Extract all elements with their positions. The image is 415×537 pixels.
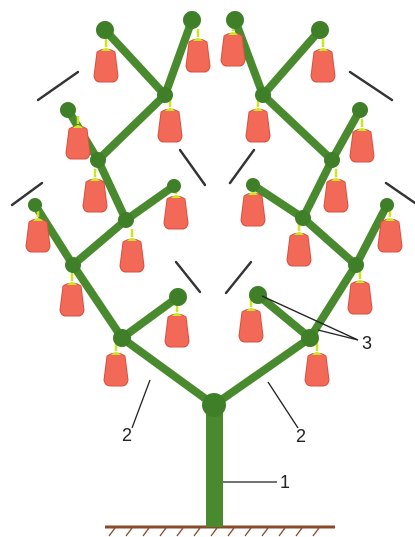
guide-line	[176, 262, 200, 292]
branch-node-icon	[118, 212, 134, 228]
calyx-icon	[101, 48, 111, 51]
branch-segment	[263, 30, 320, 95]
branch-node-icon	[348, 257, 364, 273]
label-fruit: 3	[362, 333, 372, 353]
branch-node-icon	[28, 198, 42, 212]
ground-hatch	[313, 528, 319, 536]
branch-node-icon	[226, 11, 244, 29]
pepper-fruit-icon	[241, 193, 265, 226]
calyx-icon	[294, 232, 304, 235]
pepper-fruit-icon	[246, 109, 270, 142]
guide-line	[180, 150, 205, 185]
calyx-icon	[246, 308, 256, 311]
calyx-icon	[172, 313, 182, 316]
branch-node-icon	[167, 179, 181, 193]
ground-hatch	[143, 528, 149, 536]
calyx-icon	[90, 178, 100, 181]
calyx-icon	[111, 352, 121, 355]
branch-node-icon	[324, 152, 340, 168]
pepper-fruit-icon	[221, 33, 245, 66]
pepper-fruit-icon	[186, 39, 210, 72]
trunk	[206, 405, 223, 527]
pepper-fruit-icon	[164, 196, 188, 229]
branch-node-icon	[255, 87, 271, 103]
pepper-fruit-icon	[305, 353, 329, 386]
node-group	[28, 11, 394, 417]
pepper-fruit-icon	[158, 109, 182, 142]
pepper-fruit-icon	[311, 49, 335, 82]
pepper-fruit-icon	[66, 126, 90, 159]
ground-hatch	[296, 528, 302, 536]
guide-line	[350, 72, 392, 100]
calyx-icon	[171, 195, 181, 198]
branch-node-icon	[249, 286, 267, 304]
pepper-fruit-icon	[348, 281, 372, 314]
guide-line	[226, 262, 251, 293]
ground-hatch	[262, 528, 268, 536]
ground-hatch	[194, 528, 200, 536]
pepper-fruit-icon	[165, 314, 189, 347]
calyx-icon	[248, 192, 258, 195]
branch-node-icon	[301, 329, 319, 347]
calyx-icon	[385, 218, 395, 221]
branch-node-icon	[96, 21, 114, 39]
calyx-icon	[127, 238, 137, 241]
pepper-fruit-icon	[104, 353, 128, 386]
fruit-group	[26, 23, 402, 386]
guide-line	[230, 150, 254, 183]
pepper-fruit-icon	[83, 179, 107, 212]
calyx-icon	[253, 108, 263, 111]
label-trunk: 1	[280, 472, 290, 492]
calyx-icon	[331, 178, 341, 181]
label-branch-left: 2	[122, 425, 132, 445]
pepper-fruit-icon	[239, 309, 263, 342]
calyx-icon	[67, 282, 77, 285]
ground-line	[105, 527, 335, 536]
ground-hatch	[126, 528, 132, 536]
ground-hatch	[177, 528, 183, 536]
ground-hatch	[279, 528, 285, 536]
calyx-icon	[193, 38, 203, 41]
branch-segment	[258, 295, 310, 338]
branch-node-icon	[183, 11, 201, 29]
ground-hatch	[160, 528, 166, 536]
pepper-fruit-icon	[120, 239, 144, 272]
pepper-fruit-icon	[60, 283, 84, 316]
pepper-fruit-icon	[324, 179, 348, 212]
branch-node-icon	[169, 288, 187, 306]
ground-hatch	[211, 528, 217, 536]
branch-node-icon	[295, 210, 311, 226]
ground-hatch	[228, 528, 234, 536]
pepper-fruit-icon	[94, 49, 118, 82]
label-branch-right: 2	[296, 426, 306, 446]
calyx-icon	[318, 48, 328, 51]
leader-line	[132, 380, 150, 428]
branch-node-icon	[113, 329, 131, 347]
ground-hatch	[109, 528, 115, 536]
branch-node-icon	[202, 393, 226, 417]
branch-node-icon	[65, 257, 81, 273]
pepper-fruit-icon	[350, 129, 374, 162]
leader-line	[268, 382, 298, 428]
pepper-fruit-icon	[287, 233, 311, 266]
pepper-fruit-icon	[26, 219, 50, 252]
pepper-fruit-icon	[378, 219, 402, 252]
branch-node-icon	[157, 87, 173, 103]
branch-node-icon	[311, 21, 329, 39]
ground-hatch	[245, 528, 251, 536]
branch-node-icon	[60, 102, 76, 118]
calyx-icon	[165, 108, 175, 111]
calyx-icon	[357, 128, 367, 131]
calyx-icon	[355, 280, 365, 283]
branch-structure	[35, 20, 387, 527]
branch-node-icon	[380, 198, 394, 212]
guide-line	[38, 72, 78, 100]
branch-node-icon	[90, 152, 106, 168]
branch-node-icon	[352, 102, 368, 118]
branch-node-icon	[246, 178, 260, 192]
calyx-icon	[312, 352, 322, 355]
